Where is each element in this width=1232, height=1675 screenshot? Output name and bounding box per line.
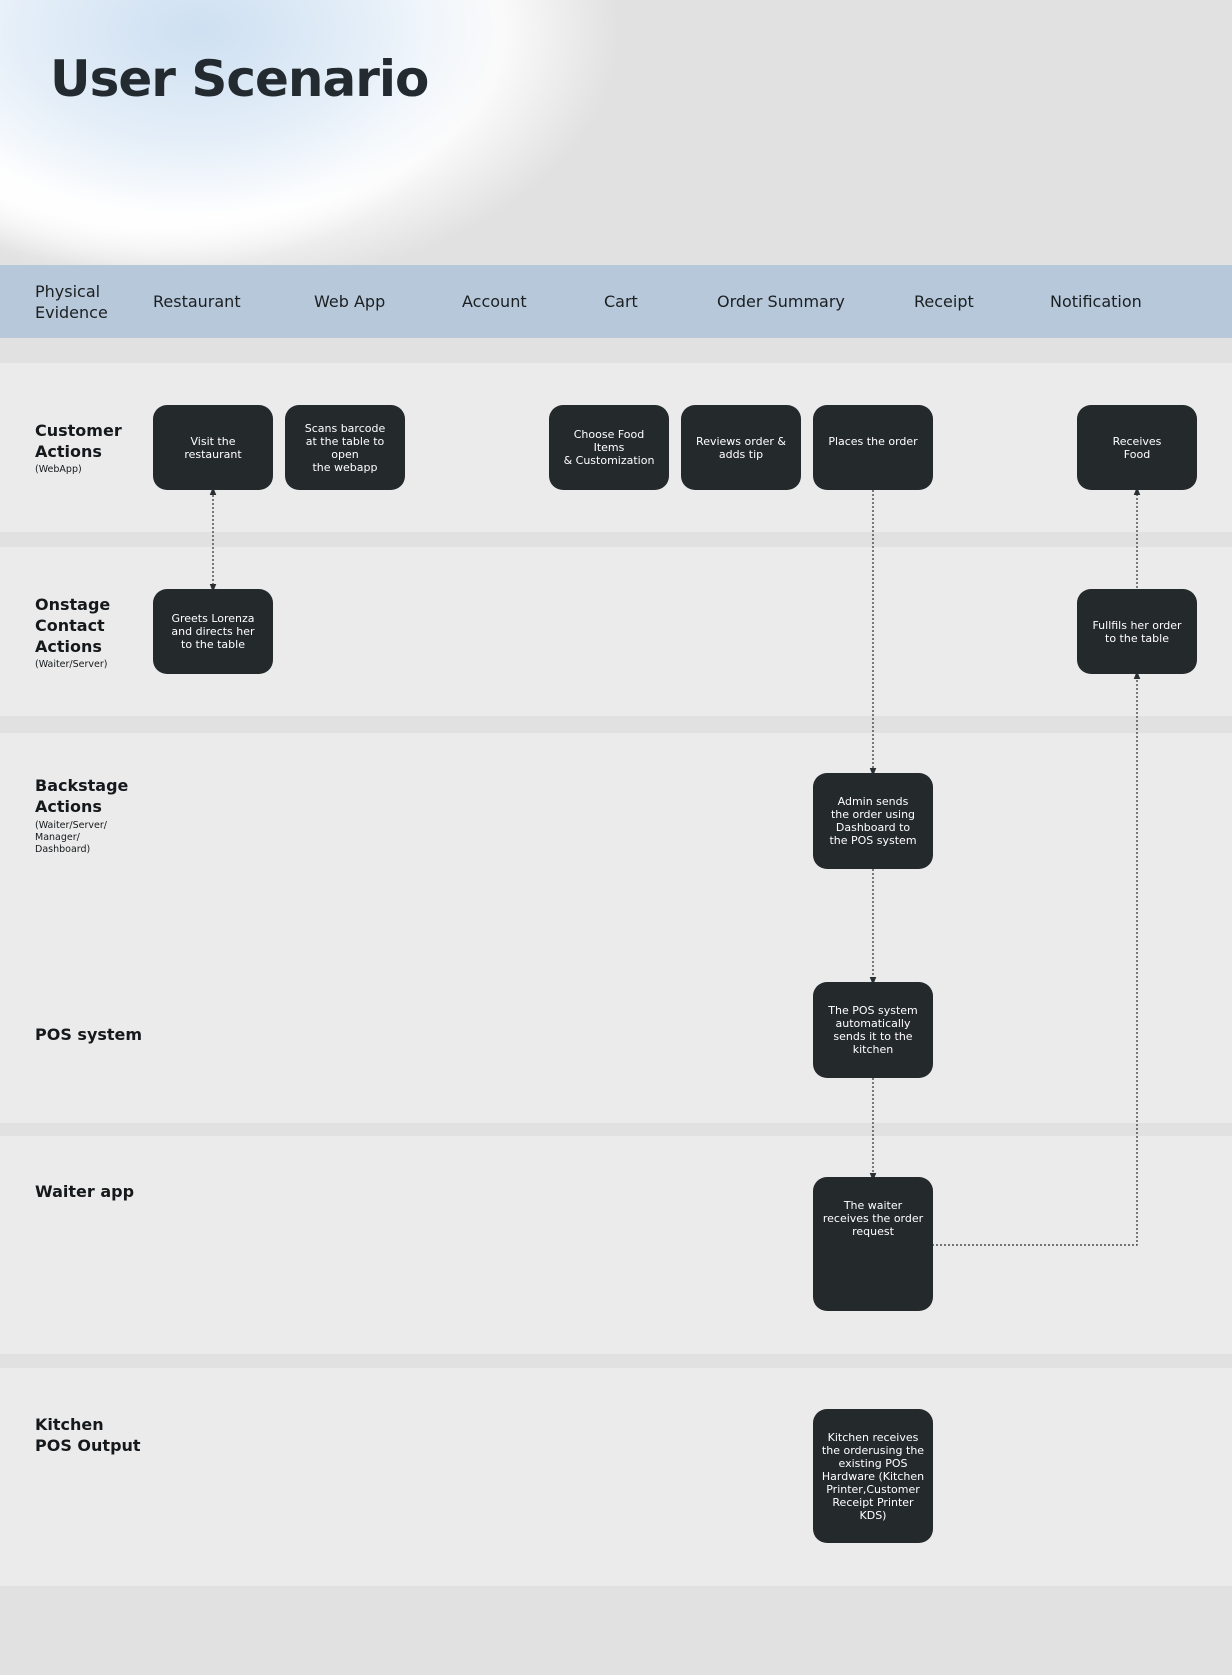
column-web-app: Web App: [314, 292, 386, 311]
lane-title-backstage: Backstage Actions: [35, 776, 129, 816]
physical-evidence-label: Physical Evidence: [35, 281, 108, 322]
card-text: Fullfils her order to the table: [1092, 618, 1182, 645]
card-visit-restaurant: Visit the restaurant: [153, 405, 273, 490]
hero-gradient: [0, 0, 620, 265]
card-scan-barcode: Scans barcode at the table to open the w…: [285, 405, 405, 490]
lane-label-waiter: Waiter app: [35, 1182, 135, 1201]
card-text: Scans barcode at the table to open the w…: [304, 421, 386, 474]
column-order-summary: Order Summary: [717, 292, 845, 311]
card-pos-sends-kitchen: The POS system automatically sends it to…: [813, 982, 933, 1078]
card-review-order: Reviews order & adds tip: [681, 405, 801, 490]
lane-label-kitchen: Kitchen POS Output: [35, 1415, 141, 1455]
lane-label-customer: Customer Actions (WebApp): [35, 420, 145, 476]
column-cart: Cart: [604, 292, 638, 311]
hero-banner: User Scenario: [0, 0, 1232, 265]
page-title: User Scenario: [50, 50, 429, 108]
lane-sub-backstage: (Waiter/Server/ Manager/ Dashboard): [35, 820, 107, 855]
card-text: Greets Lorenza and directs her to the ta…: [171, 612, 255, 651]
column-account: Account: [462, 292, 527, 311]
physical-evidence-header: Physical Evidence Restaurant Web App Acc…: [0, 265, 1232, 338]
column-receipt: Receipt: [914, 292, 974, 311]
card-text: The waiter receives the order request: [822, 1199, 924, 1238]
card-greets-lorenza: Greets Lorenza and directs her to the ta…: [153, 589, 273, 674]
column-restaurant: Restaurant: [153, 292, 241, 311]
lane-backstage-pos: Backstage Actions (Waiter/Server/ Manage…: [0, 733, 1232, 1123]
card-kitchen-receives: Kitchen receives the orderusing the exis…: [813, 1409, 933, 1543]
card-receives-food: Receives Food: [1077, 405, 1197, 490]
lane-title-onstage: Onstage Contact Actions: [35, 595, 111, 656]
card-fulfils-order: Fullfils her order to the table: [1077, 589, 1197, 674]
card-text: Places the order: [828, 435, 918, 448]
card-text: The POS system automatically sends it to…: [828, 1004, 918, 1056]
column-notification: Notification: [1050, 292, 1142, 311]
card-place-order: Places the order: [813, 405, 933, 490]
card-text: Admin sends the order using Dashboard to…: [829, 795, 917, 847]
card-text: Kitchen receives the orderusing the exis…: [821, 1430, 925, 1522]
lane-kitchen-pos: Kitchen POS Output: [0, 1368, 1232, 1586]
lane-label-pos: POS system: [35, 1025, 143, 1044]
lane-sub-customer: (WebApp): [35, 464, 82, 475]
lane-label-onstage: Onstage Contact Actions (Waiter/Server): [35, 594, 145, 671]
card-text: Visit the restaurant: [184, 434, 242, 461]
lane-title-customer: Customer Actions: [35, 421, 122, 461]
card-waiter-receives: The waiter receives the order request: [813, 1177, 933, 1311]
lane-waiter-app: Waiter app: [0, 1136, 1232, 1354]
card-admin-sends: Admin sends the order using Dashboard to…: [813, 773, 933, 869]
lane-sub-onstage: (Waiter/Server): [35, 659, 108, 670]
card-text: Reviews order & adds tip: [696, 434, 786, 461]
card-text: Receives Food: [1112, 434, 1162, 461]
card-choose-food: Choose Food Items & Customization: [549, 405, 669, 490]
card-text: Choose Food Items & Customization: [563, 428, 655, 467]
lane-label-backstage: Backstage Actions (Waiter/Server/ Manage…: [35, 775, 135, 856]
